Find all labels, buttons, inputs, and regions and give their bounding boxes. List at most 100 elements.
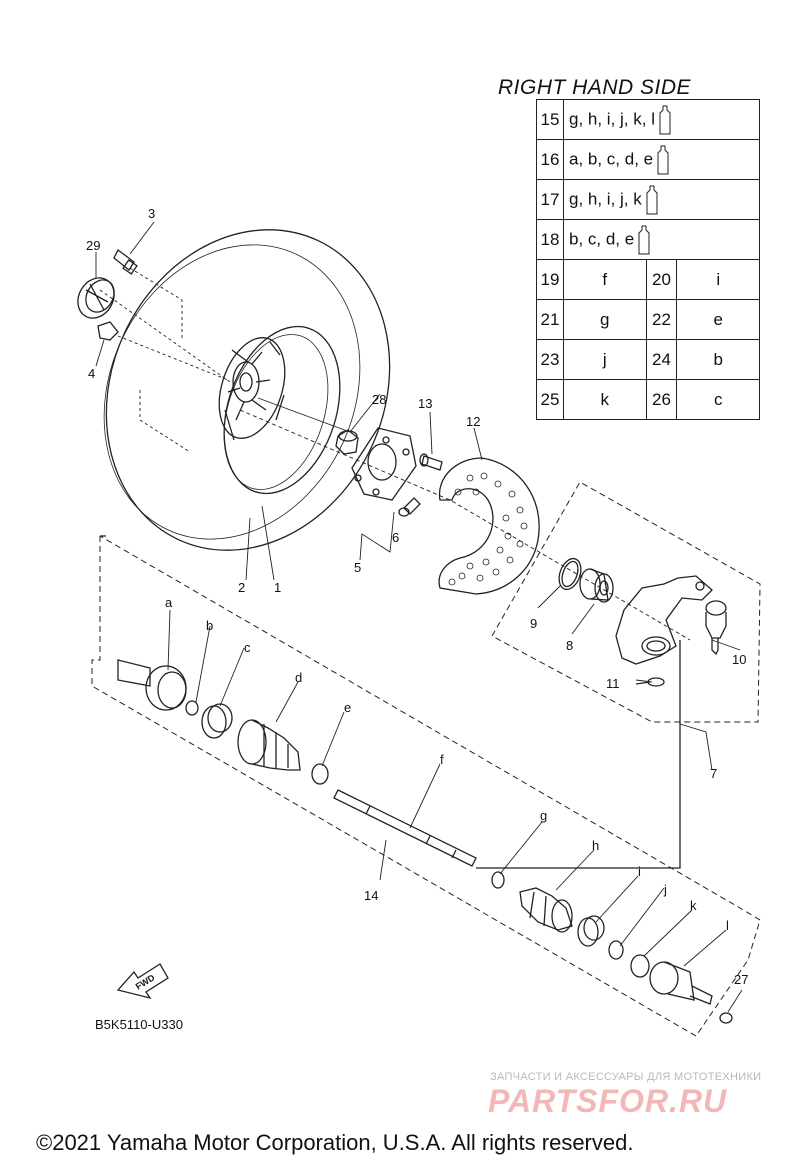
watermark-logo: PARTSFOR.RU (488, 1083, 728, 1119)
row-number: 18 (536, 219, 564, 260)
table-row: 18 b, c, d, e (536, 219, 760, 260)
row-number: 15 (536, 99, 564, 140)
callout-9: 9 (530, 616, 537, 631)
callout-13: 13 (418, 396, 432, 411)
ring-k (630, 954, 650, 978)
bolt-13 (419, 453, 443, 471)
row-letter: k (563, 379, 647, 420)
row-letter: g (563, 299, 647, 340)
table-row: 15 g, h, i, j, k, l (536, 99, 760, 140)
callout-27: 27 (734, 972, 748, 987)
row-letters: g, h, i, j, k (563, 179, 760, 220)
row-letters: a, b, c, d, e (563, 139, 760, 180)
table-row: 25 k 26 c (536, 379, 760, 420)
brake-disc (438, 457, 540, 595)
boot-band-c (201, 703, 233, 739)
boot-band-g (491, 871, 505, 889)
callout-7: 7 (710, 766, 717, 781)
circlip (558, 557, 582, 591)
callout-c: c (244, 640, 251, 655)
row-number: 25 (536, 379, 564, 420)
row-number: 16 (536, 139, 564, 180)
callout-g: g (540, 808, 547, 823)
callout-k: k (690, 898, 697, 913)
bearing (579, 568, 614, 603)
callout-4: 4 (88, 366, 95, 381)
callout-5: 5 (354, 560, 361, 575)
cotter-clip (635, 677, 665, 687)
table-row: 21 g 22 e (536, 299, 760, 340)
row-letter: j (563, 339, 647, 380)
steering-knuckle (615, 575, 713, 665)
lubrication-key-table: 15 g, h, i, j, k, l 16 a, b, c, d, e 17 … (536, 99, 760, 420)
copyright-notice: ©2021 Yamaha Motor Corporation, U.S.A. A… (36, 1130, 634, 1155)
grease-tube-icon (659, 105, 671, 134)
circlip-b (185, 700, 199, 716)
row-letters: b, c, d, e (563, 219, 760, 260)
cv-joint-inner (649, 961, 713, 1005)
callout-h: h (592, 838, 599, 853)
row-number: 17 (536, 179, 564, 220)
table-row: 16 a, b, c, d, e (536, 139, 760, 180)
grease-tube-icon (638, 225, 650, 254)
callout-i: i (638, 864, 641, 879)
callout-10: 10 (732, 652, 746, 667)
row-letter: c (676, 379, 760, 420)
row-number: 22 (645, 299, 678, 340)
tire (103, 229, 391, 551)
row-number: 19 (536, 259, 564, 300)
boot-band-i (577, 915, 605, 947)
grease-tube-icon (657, 145, 669, 174)
callout-6: 6 (392, 530, 399, 545)
row-letters: g, h, i, j, k, l (563, 99, 760, 140)
callout-11: 11 (606, 676, 620, 691)
row-letter: b (676, 339, 760, 380)
grease-tube-icon (646, 185, 658, 214)
fwd-arrow-icon (116, 963, 169, 1000)
dashed-leaders (99, 267, 231, 453)
callout-b: b (206, 618, 213, 633)
boot-h (519, 887, 573, 933)
table-row: 23 j 24 b (536, 339, 760, 380)
wheel-hub (218, 337, 286, 441)
ball-joint (705, 600, 727, 656)
callout-12: 12 (466, 414, 480, 429)
callout-l: l (726, 918, 729, 933)
callout-e: e (344, 700, 351, 715)
lug-nut (97, 321, 119, 341)
row-letter: e (676, 299, 760, 340)
circlip-j (608, 940, 624, 960)
table-title: RIGHT HAND SIDE (498, 76, 692, 99)
row-number: 23 (536, 339, 564, 380)
callout-29: 29 (86, 238, 100, 253)
valve-stem (113, 249, 138, 275)
row-letter: i (676, 259, 760, 300)
callout-j: j (663, 882, 667, 897)
row-number: 26 (645, 379, 678, 420)
circlip-27 (719, 1012, 733, 1024)
collar (335, 429, 359, 455)
table-row: 19 f 20 i (536, 259, 760, 300)
boot-d (237, 719, 301, 771)
wheel-cap (77, 277, 115, 319)
row-letter: f (563, 259, 647, 300)
watermark-tagline: ЗАПЧАСТИ И АКСЕССУАРЫ ДЛЯ МОТОТЕХНИКИ (490, 1071, 762, 1083)
callout-f: f (440, 752, 444, 767)
cv-joint-outer (117, 659, 187, 711)
callout-labels: 1 2 3 4 5 6 7 8 9 10 11 12 13 14 27 28 2… (86, 206, 748, 987)
callout-d: d (295, 670, 302, 685)
callout-2: 2 (238, 580, 245, 595)
callout-3: 3 (148, 206, 155, 221)
callout-14: 14 (364, 888, 378, 903)
callout-1: 1 (274, 580, 281, 595)
row-number: 21 (536, 299, 564, 340)
front-hub (351, 427, 417, 501)
callout-a: a (165, 595, 173, 610)
boot-band-e (311, 763, 329, 785)
bolt-6 (398, 497, 421, 517)
diagram-code: B5K5110-U330 (95, 1017, 183, 1032)
callout-28: 28 (372, 392, 386, 407)
table-row: 17 g, h, i, j, k (536, 179, 760, 220)
row-number: 20 (645, 259, 678, 300)
